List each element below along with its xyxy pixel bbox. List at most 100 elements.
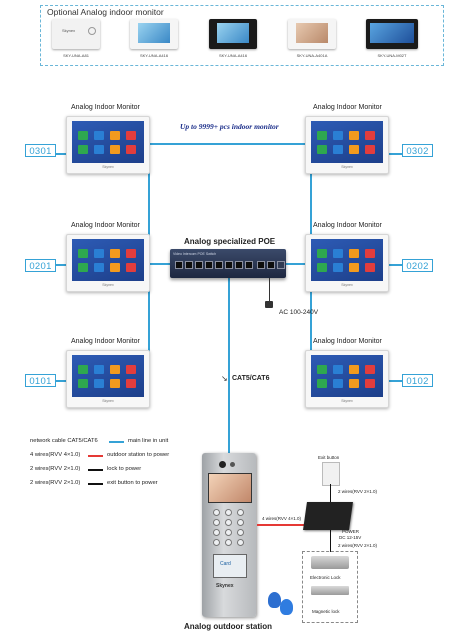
- power-spec: DC 12-15V: [339, 535, 362, 540]
- app-tile: [126, 145, 136, 154]
- app-tile: [317, 249, 327, 258]
- app-tile: [110, 365, 120, 374]
- card-label: Card: [220, 561, 231, 567]
- power-supply: [303, 502, 353, 530]
- app-tile: [333, 249, 343, 258]
- optional-monitor-5: SKY-UNA-M02T: [362, 17, 422, 61]
- legend-right: outdoor station to power: [107, 452, 170, 458]
- lock-options-box: [302, 551, 358, 623]
- legend-left: 4 wires(RVV 4×1.0): [30, 452, 81, 458]
- indoor-monitor-0302: Skynex: [305, 116, 389, 174]
- legend-right: exit button to power: [107, 480, 158, 486]
- monitor-title: Analog Indoor Monitor: [313, 104, 382, 111]
- indoor-monitor-0201: Skynex: [66, 234, 150, 292]
- indoor-monitor-0102: Skynex: [305, 350, 389, 408]
- capacity-note: Up to 9999+ pcs indoor monitor: [180, 122, 279, 131]
- app-tile: [349, 131, 359, 140]
- app-tile: [365, 249, 375, 258]
- app-tile: [94, 263, 104, 272]
- app-tile: [365, 131, 375, 140]
- model-code: SKY-UNA-A401A: [296, 53, 328, 58]
- optional-monitor-1: Skynex SKY-UNA-A81: [46, 17, 106, 61]
- outdoor-station: Card Skynex: [202, 453, 256, 617]
- app-tile: [110, 379, 120, 388]
- legend-row: 4 wires(RVV 4×1.0) outdoor station to po…: [30, 452, 169, 458]
- legend-left: network cable CAT5/CAT6: [30, 438, 98, 444]
- legend-row: 2 wires(RVV 2×1.0) exit button to power: [30, 480, 158, 486]
- power-cord: [269, 278, 270, 303]
- station-brand: Skynex: [216, 583, 234, 589]
- indoor-monitor-0101: Skynex: [66, 350, 150, 408]
- monitor-image: [209, 19, 257, 49]
- app-tile: [126, 249, 136, 258]
- app-tile: [94, 365, 104, 374]
- app-tile: [110, 249, 120, 258]
- wire-exit: [330, 484, 331, 502]
- legend-line-red: [88, 455, 103, 457]
- app-tile: [78, 131, 88, 140]
- legend-line-black: [88, 469, 103, 471]
- app-tile: [94, 145, 104, 154]
- wire-lock-label: 2 wires(RVV 2×1.0): [338, 543, 378, 548]
- optional-monitor-3: SKY-UNA-A416: [203, 17, 263, 61]
- wire-room-0301: [56, 153, 70, 155]
- model-code: SKY-UNA-M02T: [377, 53, 407, 58]
- monitor-title: Analog Indoor Monitor: [313, 338, 382, 345]
- app-tile: [94, 249, 104, 258]
- app-tile: [333, 145, 343, 154]
- app-tile: [94, 131, 104, 140]
- legend-right: lock to power: [107, 466, 142, 472]
- model-code: SKY-UNA-A416: [139, 53, 169, 58]
- wire-main-line: [228, 278, 230, 454]
- magnetic-lock-label: Magnetic lock: [312, 609, 340, 614]
- wire-station-label: 4 wires(RVV 4×1.0): [262, 516, 302, 521]
- app-tile: [365, 379, 375, 388]
- exit-button-label: Exit button: [318, 455, 340, 460]
- cable-marker-icon: ↘: [221, 374, 228, 383]
- sensor-icon: [230, 462, 235, 467]
- monitor-brand: Skynex: [102, 283, 114, 287]
- outdoor-station-title: Analog outdoor station: [184, 622, 272, 631]
- wire-room-0201: [56, 264, 70, 266]
- app-tile: [317, 145, 327, 154]
- power-label: POWER: [342, 529, 360, 534]
- wire-lock: [330, 530, 331, 552]
- legend-line-black: [88, 483, 103, 485]
- monitor-title: Analog Indoor Monitor: [313, 222, 382, 229]
- monitor-title: Analog Indoor Monitor: [71, 338, 140, 345]
- monitor-brand: Skynex: [62, 28, 76, 33]
- app-tile: [317, 263, 327, 272]
- electronic-lock-icon: [311, 556, 349, 569]
- app-tile: [365, 365, 375, 374]
- monitor-image: [130, 19, 178, 49]
- room-label-0302: 0302: [402, 144, 433, 157]
- legend-row: 2 wires(RVV 2×1.0) lock to power: [30, 466, 141, 472]
- app-tile: [349, 263, 359, 272]
- card-reader: Card: [213, 554, 247, 578]
- legend-left: 2 wires(RVV 2×1.0): [30, 466, 81, 472]
- wire-room-0102: [388, 380, 402, 382]
- wire-station-power: [257, 524, 307, 526]
- wire-exit-label: 2 wires(RVV 2×1.0): [338, 489, 378, 494]
- monitor-title: Analog Indoor Monitor: [71, 104, 140, 111]
- app-tile: [349, 365, 359, 374]
- app-tile: [126, 131, 136, 140]
- model-code: SKY-UNA-A416: [218, 53, 248, 58]
- app-tile: [110, 131, 120, 140]
- app-tile: [110, 145, 120, 154]
- room-label-0102: 0102: [402, 374, 433, 387]
- plug-icon: [265, 301, 273, 308]
- legend-left: 2 wires(RVV 2×1.0): [30, 480, 81, 486]
- room-label-0101: 0101: [25, 374, 56, 387]
- wire-mid-right: [286, 263, 312, 265]
- app-tile: [126, 365, 136, 374]
- monitor-brand: Skynex: [102, 165, 114, 169]
- app-tile: [78, 365, 88, 374]
- dial-icon: [88, 27, 96, 35]
- legend-row: network cable CAT5/CAT6 main line in uni…: [30, 438, 168, 444]
- app-tile: [349, 379, 359, 388]
- app-tile: [317, 131, 327, 140]
- indoor-monitor-0202: Skynex: [305, 234, 389, 292]
- switch-title: Analog specialized POE: [184, 237, 276, 246]
- app-tile: [78, 379, 88, 388]
